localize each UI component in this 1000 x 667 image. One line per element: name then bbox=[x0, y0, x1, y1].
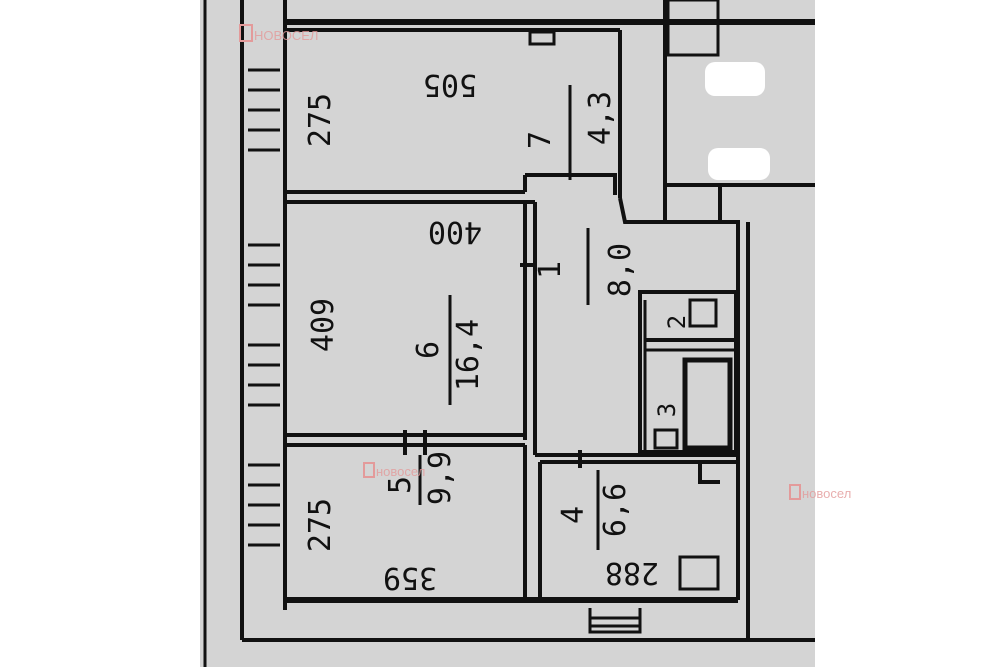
room-2-number: 2 bbox=[663, 315, 691, 329]
room-6-length: 409 bbox=[306, 298, 341, 352]
redaction-mark bbox=[708, 148, 770, 180]
room-1-number: 1 bbox=[533, 261, 568, 279]
room-4-area: 6,6 bbox=[598, 483, 633, 537]
room-7-width: 505 bbox=[423, 67, 477, 102]
room-5-width: 359 bbox=[383, 560, 437, 595]
room-4-width: 288 bbox=[605, 555, 659, 590]
room-5-length: 275 bbox=[303, 498, 338, 552]
room-6-width: 400 bbox=[428, 214, 482, 249]
svg-text:новосел: новосел bbox=[802, 486, 851, 501]
walls bbox=[240, 0, 815, 642]
redaction-mark bbox=[705, 62, 765, 96]
room-7-number: 7 bbox=[523, 131, 558, 149]
room-1-area: 8,0 bbox=[603, 243, 638, 297]
room-4-number: 4 bbox=[556, 506, 591, 524]
paper-background bbox=[200, 0, 815, 667]
room-6-area: 16,4 bbox=[451, 319, 486, 391]
room-7-area: 4,3 bbox=[583, 91, 618, 145]
svg-text:новосел: новосел bbox=[376, 464, 425, 479]
room-3-number: 3 bbox=[653, 403, 681, 417]
watermark-logo: НОВОСЕЛ новосел новосел bbox=[239, 24, 851, 501]
room-6-number: 6 bbox=[411, 341, 446, 359]
room-5-area: 9,9 bbox=[423, 451, 458, 505]
room-5-number: 5 bbox=[383, 476, 418, 494]
room-7-length: 275 bbox=[303, 93, 338, 147]
svg-text:НОВОСЕЛ: НОВОСЕЛ bbox=[254, 28, 318, 43]
